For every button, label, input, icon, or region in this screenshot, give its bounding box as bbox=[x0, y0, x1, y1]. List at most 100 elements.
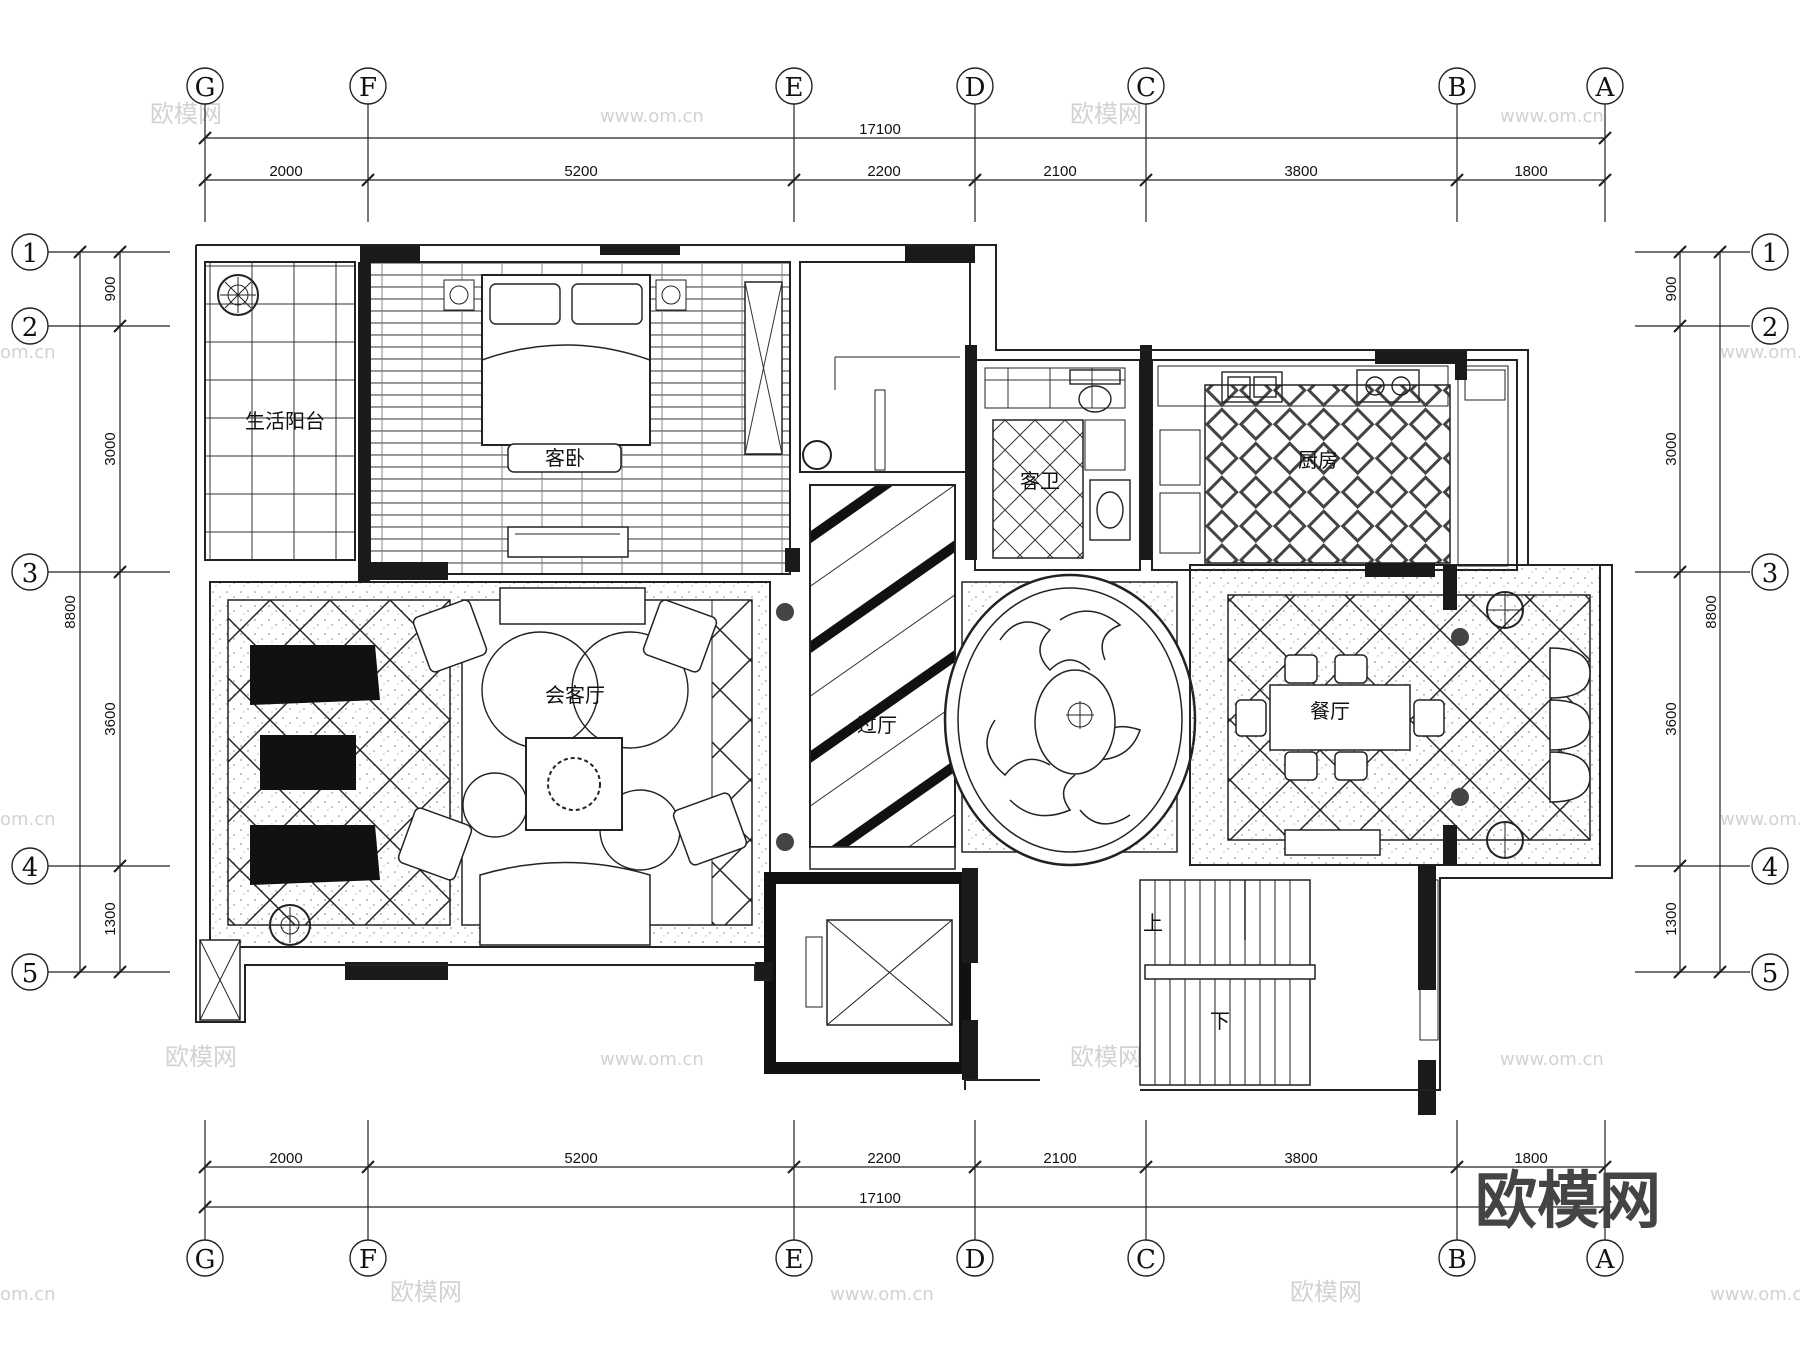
axis-label-top: B bbox=[1447, 73, 1466, 103]
bed-icon bbox=[443, 274, 687, 446]
room-label-guest-bath: 客卫 bbox=[1020, 469, 1060, 493]
watermark: 欧模网 bbox=[1070, 1043, 1142, 1071]
watermark: www.om.cn bbox=[830, 1284, 934, 1305]
dim-row-4-right: 1300 bbox=[1663, 902, 1680, 935]
foyer-medallion bbox=[943, 573, 1197, 867]
top-axis-bubbles bbox=[186, 67, 1624, 105]
dim-col-6-bottom: 1800 bbox=[1514, 1150, 1547, 1167]
table-icon bbox=[1066, 701, 1094, 729]
watermarks: 欧模网 www.om.cn 欧模网 www.om.cn om.cn www.om… bbox=[0, 100, 1800, 1306]
left-dimensions bbox=[48, 245, 170, 979]
stair-core-top bbox=[799, 261, 971, 473]
watermark: www.om.cn bbox=[1720, 809, 1800, 830]
right-dimensions bbox=[1635, 245, 1750, 979]
room-label-guest-bedroom: 客卧 bbox=[545, 446, 585, 470]
bottom-dimensions bbox=[198, 1120, 1612, 1240]
right-axis-bubbles bbox=[1751, 233, 1789, 991]
dim-col-4-bottom: 2100 bbox=[1043, 1150, 1076, 1167]
dim-row-4-left: 1300 bbox=[102, 902, 119, 935]
watermark: 欧模网 bbox=[150, 100, 222, 128]
stair-down-label: 下 bbox=[1210, 1009, 1230, 1033]
kitchen-room bbox=[1151, 359, 1518, 571]
axis-label-left: 1 bbox=[22, 239, 39, 269]
axis-label-bottom: E bbox=[785, 1245, 804, 1275]
elevator-core bbox=[764, 872, 971, 1074]
dim-row-1-left: 900 bbox=[102, 276, 119, 301]
dim-row-2-left: 3000 bbox=[102, 432, 119, 465]
brand-watermark: 欧模网 bbox=[1475, 1164, 1661, 1237]
top-dimensions bbox=[198, 100, 1612, 222]
axis-label-bottom: G bbox=[195, 1245, 216, 1275]
axis-label-top: C bbox=[1136, 73, 1156, 103]
axis-label-top: E bbox=[785, 73, 804, 103]
dim-col-2-bottom: 5200 bbox=[564, 1150, 597, 1167]
coffee-table-icon bbox=[525, 737, 623, 831]
guest-bedroom-room bbox=[369, 261, 791, 575]
dining-room bbox=[1189, 564, 1601, 866]
axis-label-right: 4 bbox=[1762, 853, 1779, 883]
watermark: 欧模网 bbox=[165, 1043, 237, 1071]
guest-bath-room bbox=[974, 359, 1141, 571]
watermark: om.cn bbox=[0, 342, 56, 363]
room-label-balcony: 生活阳台 bbox=[245, 409, 325, 433]
dim-total-top: 17100 bbox=[859, 121, 901, 138]
stair-up-label: 上 bbox=[1143, 911, 1163, 935]
axis-label-left: 5 bbox=[22, 959, 39, 989]
dim-col-1-bottom: 2000 bbox=[269, 1150, 302, 1167]
watermark: om.cn bbox=[0, 809, 56, 830]
axis-label-bottom: B bbox=[1447, 1245, 1466, 1275]
axis-label-top: G bbox=[195, 73, 216, 103]
axis-label-bottom: C bbox=[1136, 1245, 1156, 1275]
dim-col-3-bottom: 2200 bbox=[867, 1150, 900, 1167]
toilet-icon bbox=[1069, 369, 1121, 413]
room-label-dining: 餐厅 bbox=[1310, 699, 1350, 723]
axis-label-bottom: A bbox=[1595, 1245, 1616, 1275]
watermark: 欧模网 bbox=[390, 1278, 462, 1306]
dim-col-2: 5200 bbox=[564, 163, 597, 180]
dim-total-left: 8800 bbox=[62, 595, 79, 628]
dim-col-6: 1800 bbox=[1514, 163, 1547, 180]
dim-col-5-bottom: 3800 bbox=[1284, 1150, 1317, 1167]
axis-label-right: 2 bbox=[1762, 313, 1779, 343]
dim-col-3: 2200 bbox=[867, 163, 900, 180]
lower-stair bbox=[1139, 879, 1439, 1086]
corridor-room bbox=[809, 484, 956, 870]
sink-icon bbox=[1089, 479, 1131, 541]
axis-label-left: 4 bbox=[22, 853, 39, 883]
dim-total-bottom: 17100 bbox=[859, 1190, 901, 1207]
watermark: www.om.cn bbox=[600, 106, 704, 127]
chair-icon bbox=[1549, 647, 1591, 803]
axis-label-left: 3 bbox=[22, 559, 39, 589]
watermark: 欧模网 bbox=[1290, 1278, 1362, 1306]
axis-label-left: 2 bbox=[22, 313, 39, 343]
living-room bbox=[199, 581, 794, 1021]
axis-label-bottom: F bbox=[359, 1245, 377, 1275]
axis-label-bottom: D bbox=[965, 1245, 986, 1275]
plant-icon bbox=[1486, 591, 1524, 859]
dim-row-2-right: 3000 bbox=[1663, 432, 1680, 465]
watermark: www.om.cn bbox=[1500, 1049, 1604, 1070]
axis-label-right: 5 bbox=[1762, 959, 1779, 989]
watermark: www.om.cn bbox=[1500, 106, 1604, 127]
axis-label-top: D bbox=[965, 73, 986, 103]
sink-icon bbox=[1221, 371, 1283, 403]
armchair-icon bbox=[397, 599, 748, 946]
dim-col-1: 2000 bbox=[269, 163, 302, 180]
plant-icon bbox=[217, 274, 259, 316]
watermark: www.om.cn bbox=[1720, 342, 1800, 363]
balcony-room bbox=[204, 261, 356, 561]
room-label-corridor: 过厅 bbox=[857, 713, 897, 737]
sofa-icon bbox=[250, 645, 380, 885]
watermark: www.om.cn bbox=[600, 1049, 704, 1070]
axis-label-top: F bbox=[359, 73, 377, 103]
exterior-wall bbox=[195, 244, 1613, 1091]
plant-icon bbox=[269, 904, 311, 946]
stove-icon bbox=[1356, 369, 1420, 403]
left-axis-bubbles bbox=[11, 233, 49, 991]
dim-total-right: 8800 bbox=[1703, 595, 1720, 628]
bottom-axis-bubbles bbox=[186, 1239, 1624, 1277]
axis-label-top: A bbox=[1595, 73, 1616, 103]
axis-label-right: 3 bbox=[1762, 559, 1779, 589]
dining-table-icon bbox=[1235, 654, 1445, 781]
